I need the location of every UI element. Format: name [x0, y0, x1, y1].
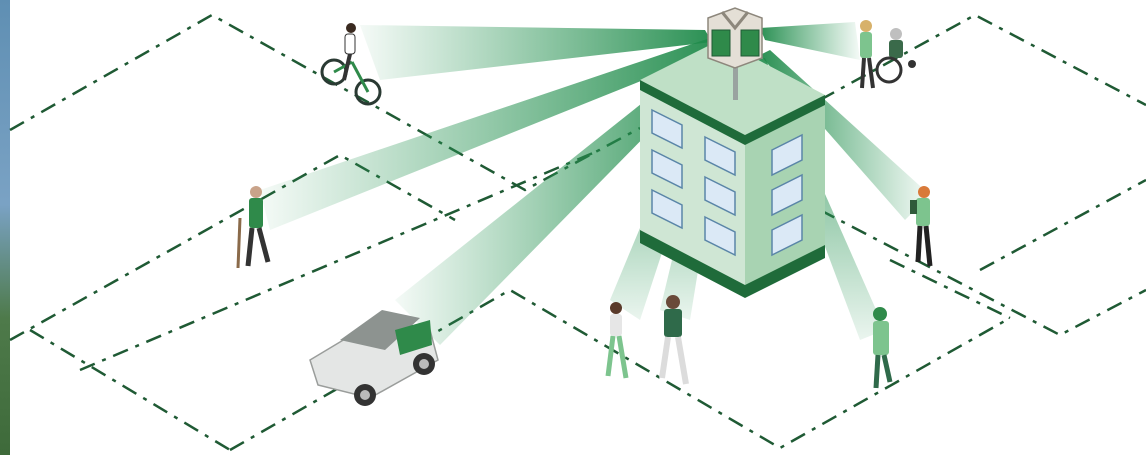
pedestrian-icon: [236, 186, 271, 269]
pedestrian-icon: [910, 186, 933, 267]
car-icon: [309, 310, 439, 406]
cyclist-icon: [320, 23, 382, 106]
phone-user-icon: [873, 307, 893, 389]
antenna-icon: [707, 7, 763, 100]
wheelchair-icon: [860, 20, 916, 89]
left-photo-edge: [0, 0, 10, 455]
phone-user-icon: [605, 302, 629, 379]
street-grid: [9, 13, 1146, 452]
building: [640, 40, 825, 298]
phone-user-icon: [659, 295, 689, 385]
signal-beams: [260, 22, 930, 345]
